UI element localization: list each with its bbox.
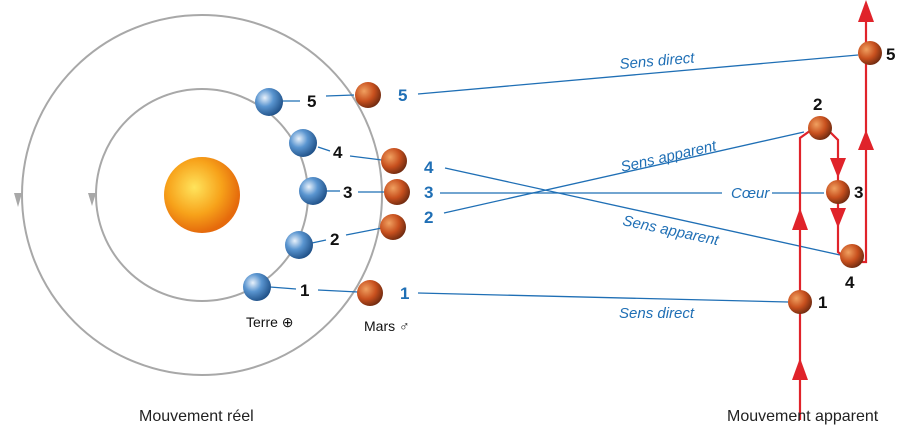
sight-label-direct-bottom: Sens direct — [619, 305, 695, 322]
earth-label-1: 1 — [300, 281, 309, 300]
earth-positions — [243, 88, 327, 301]
mars-apparent-2 — [808, 116, 832, 140]
sight-lines — [269, 54, 859, 303]
earth-planet-2 — [285, 231, 313, 259]
earth-label-3: 3 — [343, 183, 352, 202]
mars-apparent-4 — [840, 244, 864, 268]
apparent-label-3: 3 — [854, 183, 863, 202]
earth-label-2: 2 — [330, 230, 339, 249]
arrow-up-icon-3 — [858, 130, 874, 150]
arrow-up-icon-2 — [792, 208, 808, 230]
mars-name: Mars ♂ — [364, 318, 410, 334]
caption-apparent: Mouvement apparent — [727, 408, 879, 425]
mars-label-3: 3 — [424, 183, 433, 202]
mars-planet-4 — [381, 148, 407, 174]
arrow-down-icon-2 — [830, 208, 846, 228]
earth-label-4: 4 — [333, 143, 343, 162]
mars-label-4: 4 — [424, 158, 434, 177]
mars-planet-5 — [355, 82, 381, 108]
arrow-up-icon-4 — [858, 0, 874, 22]
earth-planet-1 — [243, 273, 271, 301]
apparent-path-arrows — [792, 0, 874, 380]
connector-4-mars — [349, 155, 383, 161]
earth-planet-3 — [299, 177, 327, 205]
connector-5-mars — [325, 94, 355, 97]
sight-label-direct-top: Sens direct — [619, 49, 696, 73]
connector-4-earth — [317, 146, 331, 152]
sight-line-2 — [443, 131, 805, 214]
mars-apparent-positions — [788, 41, 882, 314]
mars-orbit-arrow-icon — [14, 193, 22, 207]
sight-label-coeur: Cœur — [731, 185, 770, 202]
earth-planet-5 — [255, 88, 283, 116]
connector-2-mars — [345, 227, 383, 236]
earth-planet-4 — [289, 129, 317, 157]
apparent-label-2: 2 — [813, 95, 822, 114]
sight-line-4 — [444, 167, 841, 256]
apparent-label-4: 4 — [845, 273, 855, 292]
mars-positions — [355, 82, 410, 306]
mars-apparent-5 — [858, 41, 882, 65]
connector-1-mars — [317, 289, 359, 293]
mars-label-5: 5 — [398, 86, 407, 105]
earth-label-5: 5 — [307, 92, 316, 111]
sight-label-apparent-upper: Sens apparent — [619, 137, 719, 176]
mars-label-1: 1 — [400, 284, 409, 303]
sight-line-1 — [417, 292, 789, 303]
caption-real: Mouvement réel — [139, 408, 254, 425]
mars-apparent-3 — [826, 180, 850, 204]
mars-apparent-1 — [788, 290, 812, 314]
arrow-up-icon-1 — [792, 358, 808, 380]
sight-line-5 — [417, 54, 859, 95]
earth-name: Terre ⊕ — [246, 314, 294, 330]
mars-planet-1 — [357, 280, 383, 306]
arrow-down-icon-1 — [830, 158, 846, 178]
apparent-label-5: 5 — [886, 45, 895, 64]
mars-orbit — [21, 14, 383, 376]
mars-label-2: 2 — [424, 208, 433, 227]
connector-1-earth — [269, 286, 297, 290]
earth-orbit-arrow-icon — [88, 193, 96, 206]
connector-2-earth — [311, 239, 327, 244]
mars-planet-3 — [384, 179, 410, 205]
apparent-label-1: 1 — [818, 293, 827, 312]
mars-planet-2 — [380, 214, 406, 240]
sun — [164, 157, 240, 233]
